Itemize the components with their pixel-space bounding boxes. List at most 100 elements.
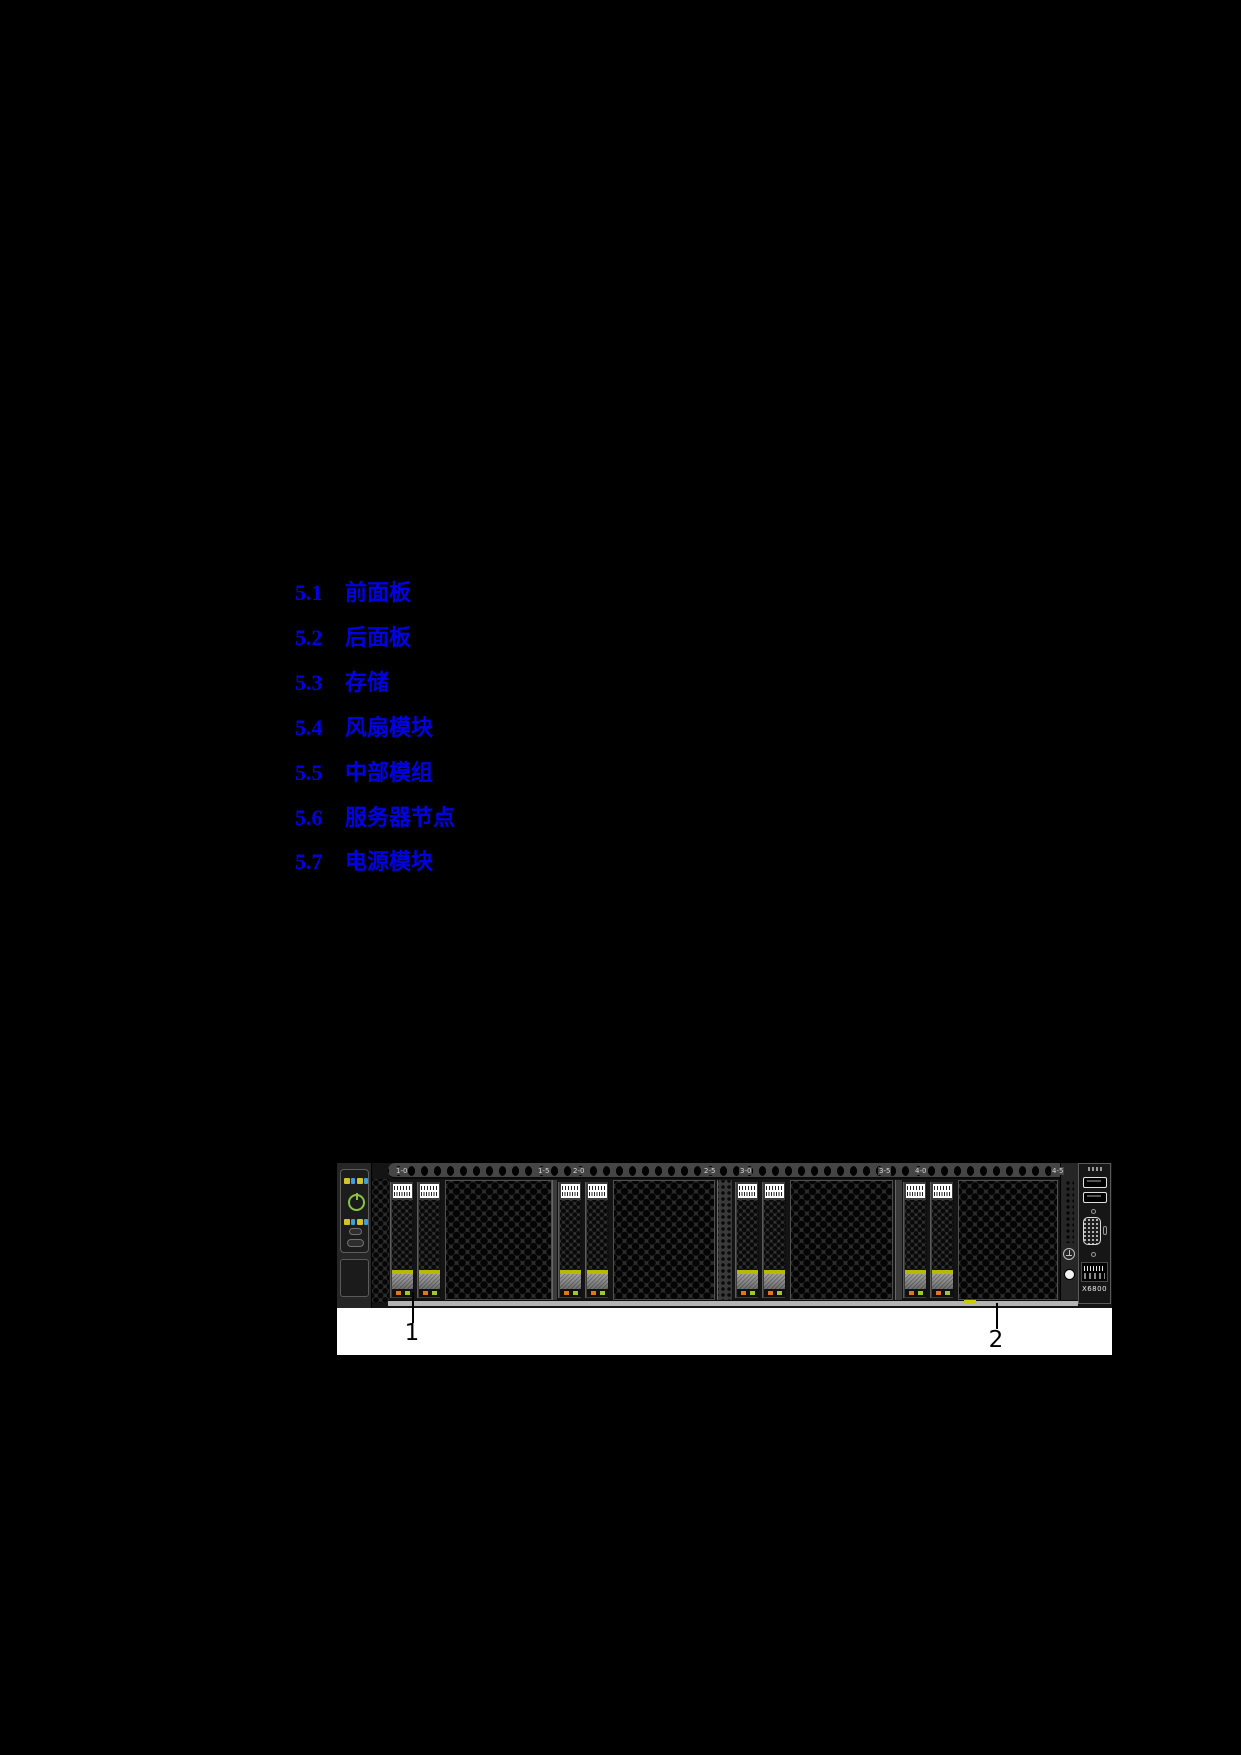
drive-barcode-label [906,1184,925,1198]
toc-link-5-1[interactable]: 5.1 前面板 [295,575,411,605]
drive-handle [587,1274,608,1289]
grounding-icon [1063,1248,1075,1260]
rail-slot-label: 2-0 [572,1167,586,1175]
drive-barcode-label [561,1184,580,1198]
rail-slot-label: 1-0 [395,1167,409,1175]
drive-handle [905,1274,926,1289]
drive-vent [737,1200,758,1270]
section-divider [552,1180,558,1300]
callout-number-1: 1 [404,1320,420,1346]
drive-latch-bar [737,1270,758,1274]
usb-port-icon [1083,1177,1107,1188]
drive-latch-bar [560,1270,581,1274]
control-panel-column [337,1163,372,1308]
vent-grille-panel [613,1180,715,1300]
toc-number: 5.7 [295,849,323,874]
right-io-panel: X6800 [1078,1163,1111,1304]
drive-vent [419,1200,440,1270]
vent-grille-panel [445,1180,552,1300]
toc-label: 风扇模块 [345,715,434,740]
drive-handle [764,1274,785,1289]
vent-grille-panel [790,1180,893,1300]
drive-handle [392,1274,413,1289]
toc-number: 5.6 [295,805,323,830]
screw-hole [1091,1252,1096,1257]
drive-barcode-label [933,1184,952,1198]
toc-label: 存储 [345,670,390,695]
drive-barcode-label [420,1184,439,1198]
rail-slot-label: 4-5 [1051,1167,1065,1175]
mount-hole [1064,1269,1075,1280]
drive-bay [735,1182,759,1298]
drive-latch-bar [392,1270,413,1274]
drive-vent [905,1200,926,1270]
drive-bay [585,1182,609,1298]
drive-latch-bar [764,1270,785,1274]
drive-vent [587,1200,608,1270]
rail-slot-label: 1-5 [537,1167,551,1175]
section-divider [895,1180,903,1300]
drive-bay [558,1182,582,1298]
model-label: X6800 [1081,1285,1108,1293]
drive-vent [764,1200,785,1270]
drive-leds [737,1289,758,1297]
chassis-center-divider [717,1180,733,1300]
toc-label: 前面板 [345,580,412,605]
drive-latch-bar [419,1270,440,1274]
uid-indicator-icon [351,1178,355,1184]
status-indicator-group [357,1218,369,1226]
uid-indicator-icon [351,1219,355,1225]
server-front-panel-figure: 1-0 1-5 2-0 2-5 3-0 3-5 4-0 4-5 [337,1163,1112,1355]
top-vent-rail [388,1163,1078,1179]
left-vent-strip [372,1179,389,1303]
toc-number: 5.3 [295,670,323,695]
serial-pin-connector [1081,1262,1108,1282]
vga-screw-hole [1103,1226,1107,1235]
drive-leds [392,1289,413,1297]
drive-leds [764,1289,785,1297]
drive-bay [903,1182,927,1298]
drive-latch-bar [932,1270,953,1274]
drive-barcode-label [588,1184,607,1198]
toc-number: 5.1 [295,580,323,605]
toc-label: 电源模块 [345,849,434,874]
toc-label: 服务器节点 [345,805,456,830]
drive-barcode-label [393,1184,412,1198]
kvm-button [347,1239,364,1247]
drive-vent [932,1200,953,1270]
callout-line-1 [412,1292,414,1323]
rail-slot-label: 2-5 [703,1167,717,1175]
rail-slot-label: 3-0 [739,1167,753,1175]
alarm-indicator-icon [344,1178,350,1184]
control-panel [340,1169,369,1253]
rail-slot-label: 3-5 [878,1167,892,1175]
status-indicator-group [344,1218,356,1226]
callout-number-2: 2 [988,1327,1004,1353]
status-indicator-group [344,1177,356,1185]
drive-bay [417,1182,441,1298]
uid-indicator-icon [364,1178,368,1184]
vent-dots-column [1066,1181,1074,1243]
drive-latch-bar [587,1270,608,1274]
drive-leds [932,1289,953,1297]
toc-link-5-7[interactable]: 5.7 电源模块 [295,844,433,874]
toc-link-5-3[interactable]: 5.3 存储 [295,665,389,695]
io-panel-label [1088,1167,1102,1171]
drive-handle [737,1274,758,1289]
toc-label: 中部模组 [345,760,434,785]
drive-barcode-label [765,1184,784,1198]
drive-bay [390,1182,414,1298]
drive-vent [560,1200,581,1270]
drive-handle [932,1274,953,1289]
toc-link-5-4[interactable]: 5.4 风扇模块 [295,710,433,740]
toc-number: 5.4 [295,715,323,740]
rail-yellow-marker [964,1300,976,1304]
drive-handle [419,1274,440,1289]
status-indicator-group [357,1177,369,1185]
drive-leds [905,1289,926,1297]
drive-latch-bar [905,1270,926,1274]
toc-link-5-6[interactable]: 5.6 服务器节点 [295,800,455,830]
uid-indicator-icon [364,1219,368,1225]
